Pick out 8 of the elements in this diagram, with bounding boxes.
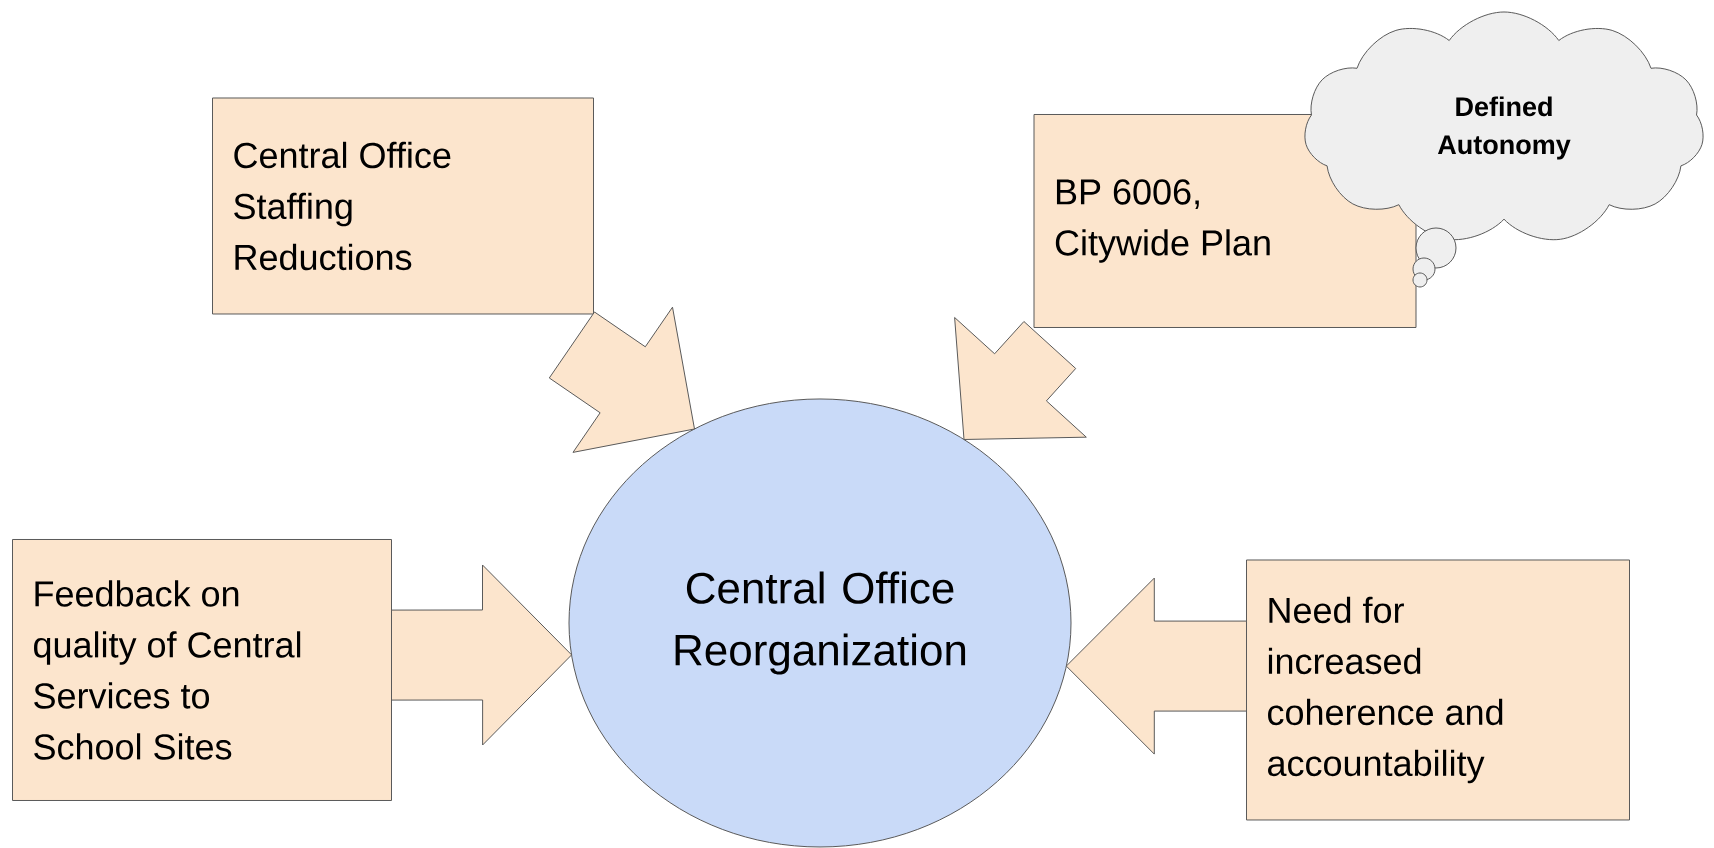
text-box: Need for increased coherence and accountability <box>1246 559 1630 821</box>
block-arrow <box>548 306 695 453</box>
text-box: Feedback on quality of Central Services to School Sites <box>12 539 392 801</box>
block-arrow <box>954 317 1087 440</box>
thought-cloud: Defined Autonomy <box>1304 11 1704 288</box>
block-arrow <box>1065 577 1247 755</box>
text-box: Central Office Staffing Reductions <box>212 97 594 315</box>
block-arrow <box>391 564 573 746</box>
